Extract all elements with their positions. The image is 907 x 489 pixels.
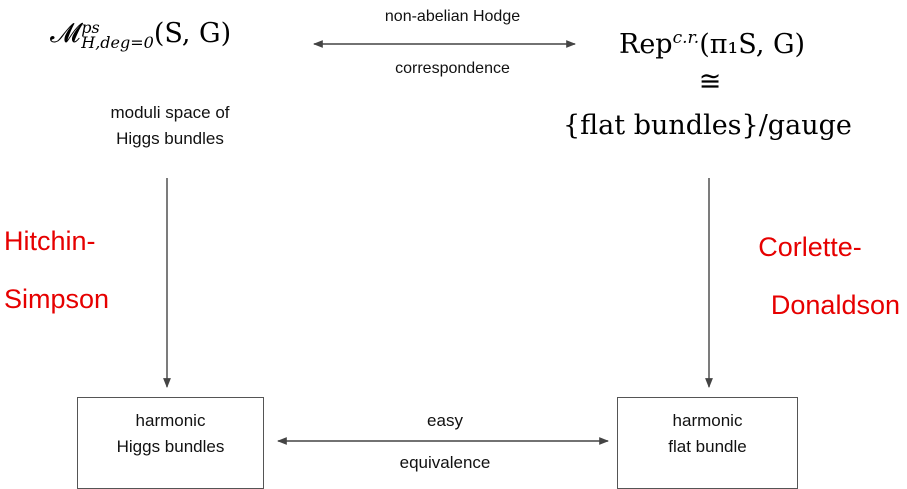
top-arrow-label-top: non-abelian Hodge bbox=[384, 8, 521, 25]
rep-formula: Repc.r.(π₁S, G) bbox=[619, 28, 805, 60]
moduli-caption-line2: Higgs bundles bbox=[116, 129, 224, 148]
moduli-caption: moduli space of Higgs bundles bbox=[60, 100, 280, 152]
rep-prefix: Rep bbox=[619, 29, 673, 60]
corlette-donaldson-line2: Donaldson bbox=[770, 290, 900, 320]
flat-bundles-gauge: {flat bundles}/gauge bbox=[563, 110, 852, 141]
bottom-arrow-label-bottom: equivalence bbox=[399, 453, 491, 472]
moduli-arguments: (S, G) bbox=[153, 18, 232, 49]
hitchin-simpson-line2: Simpson bbox=[4, 284, 110, 314]
isomorphism-symbol: ≅ bbox=[698, 66, 722, 97]
harmonic-flat-box: harmonic flat bundle bbox=[617, 397, 798, 489]
hitchin-simpson-line1: Hitchin- bbox=[4, 226, 96, 256]
moduli-superscript: ps bbox=[81, 17, 100, 37]
top-arrow-label-bottom: correspondence bbox=[395, 60, 510, 77]
harmonic-higgs-line1: harmonic bbox=[135, 411, 206, 430]
harmonic-flat-line2: flat bundle bbox=[668, 437, 747, 456]
moduli-subscript: H,deg=0 bbox=[81, 32, 154, 52]
harmonic-flat-line1: harmonic bbox=[672, 411, 743, 430]
harmonic-higgs-line2: Higgs bundles bbox=[116, 437, 225, 456]
corlette-donaldson-label: Corlette- Donaldson bbox=[730, 218, 900, 334]
bottom-arrow-label-top: easy bbox=[427, 411, 463, 430]
harmonic-higgs-box: harmonic Higgs bundles bbox=[77, 397, 264, 489]
rep-superscript: c.r. bbox=[672, 28, 700, 48]
moduli-symbol: 𝓜 bbox=[50, 18, 81, 49]
rep-arguments: (π₁S, G) bbox=[699, 29, 806, 60]
hitchin-simpson-label: Hitchin- Simpson bbox=[4, 212, 109, 328]
corlette-donaldson-line1: Corlette- bbox=[758, 232, 862, 262]
moduli-caption-line1: moduli space of bbox=[110, 103, 230, 122]
